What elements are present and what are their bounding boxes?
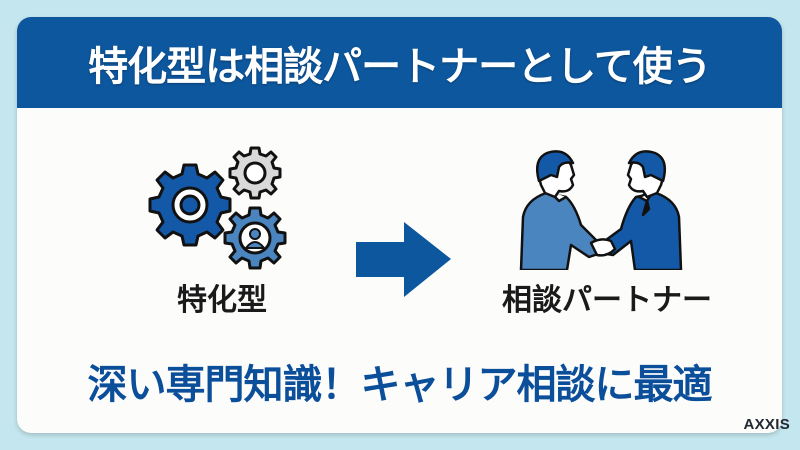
gears-icon	[148, 146, 287, 270]
consultation-partner-label: 相談パートナー	[502, 283, 712, 318]
tagline: 深い専門知識！キャリア相談に最適	[87, 362, 713, 408]
header-banner: 特化型は相談パートナーとして使う	[17, 17, 782, 108]
handshake-icon	[519, 150, 683, 270]
page-title: 特化型は相談パートナーとして使う	[88, 43, 712, 90]
brand-logo: AXXIS	[743, 416, 790, 433]
specialized-label: 特化型	[177, 283, 267, 318]
arrow-right-icon	[356, 222, 451, 297]
slide-card: 特化型は相談パートナーとして使う 特化型	[17, 17, 782, 433]
